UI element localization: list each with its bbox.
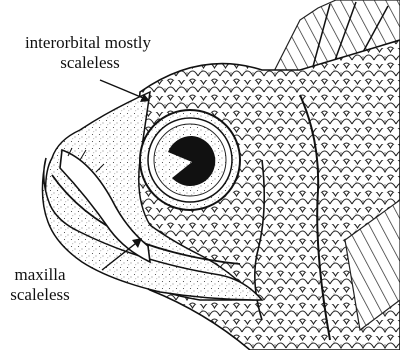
eye <box>140 110 240 210</box>
label-maxilla-line1: maxilla <box>15 265 66 284</box>
label-maxilla-line2: scaleless <box>10 285 69 304</box>
label-interorbital-line1: interorbital mostly <box>25 33 152 52</box>
label-interorbital-line2: scaleless <box>60 53 119 72</box>
